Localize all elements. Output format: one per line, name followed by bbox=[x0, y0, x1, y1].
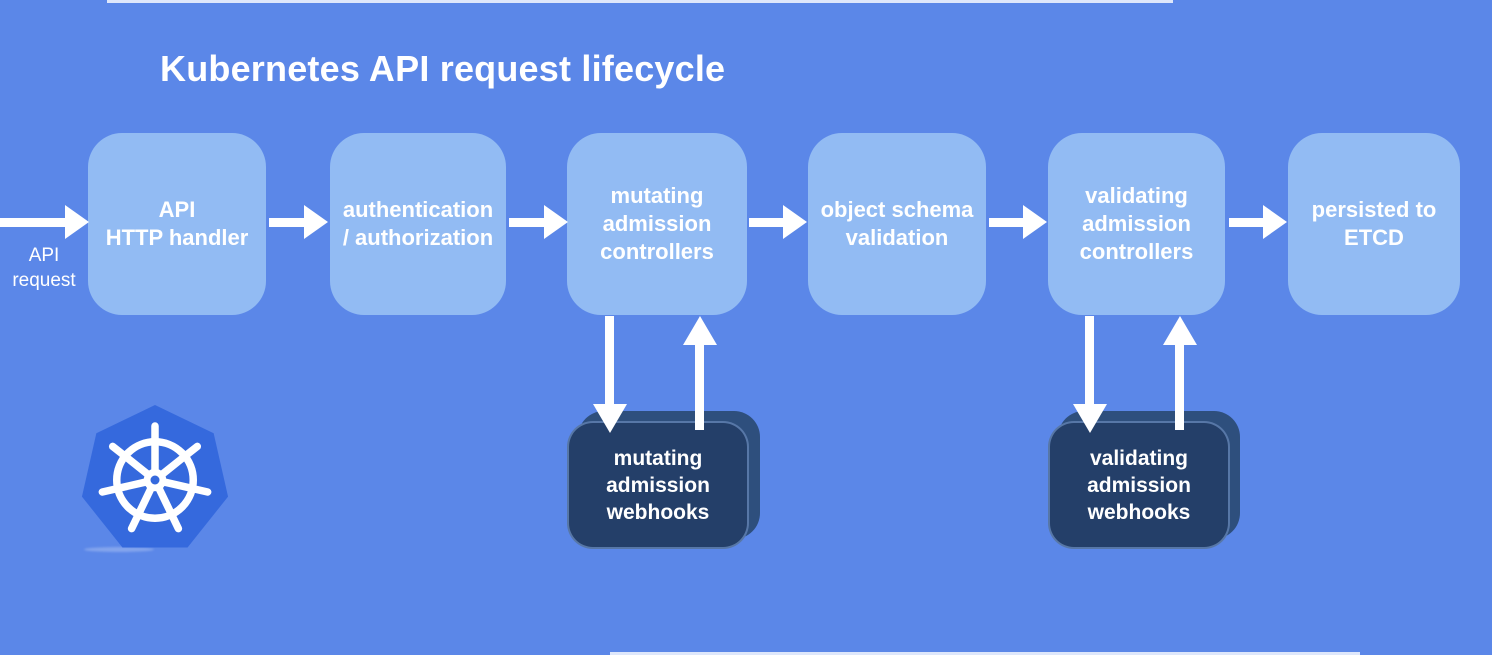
helm-wheel-icon bbox=[98, 422, 212, 533]
stage-box-mutating-admission-controllers: mutating admission controllers bbox=[567, 133, 747, 315]
arrow-stem bbox=[0, 218, 67, 227]
down-arrow-to-validating-webhooks bbox=[1073, 316, 1107, 434]
helm-wheel-hub-hole bbox=[150, 475, 160, 485]
stage-label-line: object schema bbox=[820, 197, 974, 222]
arrow-head bbox=[1023, 205, 1047, 239]
logo-shadow bbox=[84, 547, 154, 552]
arrow-stem bbox=[1229, 218, 1265, 227]
arrow-head bbox=[304, 205, 328, 239]
arrow-stem bbox=[749, 218, 785, 227]
flow-arrow bbox=[509, 205, 568, 239]
stage-label-line: admission bbox=[1082, 211, 1191, 236]
page-title: Kubernetes API request lifecycle bbox=[160, 48, 726, 89]
arrow-head bbox=[783, 205, 807, 239]
incoming-request-arrow bbox=[0, 205, 89, 239]
api-request-label-line: request bbox=[12, 270, 76, 291]
arrow-head bbox=[1073, 404, 1107, 433]
flow-arrow bbox=[749, 205, 807, 239]
stage-box-object-schema-validation: object schema validation bbox=[808, 133, 986, 315]
webhook-label-line: webhooks bbox=[606, 500, 710, 524]
webhook-box-mutating-admission-webhooks: mutating admission webhooks bbox=[567, 421, 749, 549]
arrow-stem bbox=[1175, 343, 1184, 430]
stage-label-line: admission bbox=[602, 211, 712, 236]
stage-box-api-http-handler: API HTTP handler bbox=[88, 133, 266, 315]
webhook-label-line: mutating bbox=[613, 446, 703, 470]
stage-label-line: persisted to bbox=[1311, 197, 1437, 222]
arrow-stem bbox=[509, 218, 546, 227]
api-request-label: API request bbox=[0, 243, 88, 293]
webhook-label-line: admission bbox=[1087, 473, 1191, 497]
kubernetes-logo-icon bbox=[81, 405, 229, 548]
webhook-label-line: validating bbox=[1089, 446, 1189, 470]
api-request-label-line: API bbox=[28, 245, 60, 266]
webhook-label-line: admission bbox=[606, 473, 710, 497]
arrow-stem bbox=[269, 218, 306, 227]
arrow-stem bbox=[605, 316, 614, 406]
webhook-box-validating-admission-webhooks: validating admission webhooks bbox=[1048, 421, 1230, 549]
stage-label-line: controllers bbox=[1079, 239, 1194, 264]
arrow-stem bbox=[989, 218, 1025, 227]
arrow-head bbox=[1163, 316, 1197, 345]
stage-box-persisted-to-etcd: persisted to ETCD bbox=[1288, 133, 1460, 315]
bottom-edge-sliver bbox=[610, 652, 1360, 655]
stage-box-authentication-authorization: authentication / authorization bbox=[330, 133, 506, 315]
arrow-head bbox=[683, 316, 717, 345]
stage-label-line: controllers bbox=[600, 239, 714, 264]
top-edge-sliver bbox=[107, 0, 1173, 3]
stage-label-line: HTTP handler bbox=[105, 225, 249, 250]
arrow-head bbox=[65, 205, 89, 239]
stage-label-line: ETCD bbox=[1344, 225, 1404, 250]
flow-arrow bbox=[989, 205, 1047, 239]
stage-box-validating-admission-controllers: validating admission controllers bbox=[1048, 133, 1225, 315]
arrow-head bbox=[544, 205, 568, 239]
stage-label-line: mutating bbox=[610, 183, 704, 208]
stage-label-line: / authorization bbox=[342, 225, 494, 250]
stage-label-line: authentication bbox=[342, 197, 494, 222]
flow-arrow bbox=[1229, 205, 1287, 239]
stage-label-line: validating bbox=[1085, 183, 1188, 208]
up-arrow-from-validating-webhooks bbox=[1163, 316, 1197, 430]
stage-label-line: API bbox=[158, 197, 196, 222]
arrow-head bbox=[1263, 205, 1287, 239]
stage-label-line: validation bbox=[845, 225, 949, 250]
up-arrow-from-mutating-webhooks bbox=[683, 316, 717, 430]
webhook-label-line: webhooks bbox=[1087, 500, 1191, 524]
flow-arrow bbox=[269, 205, 328, 239]
arrow-stem bbox=[1085, 316, 1094, 406]
arrow-stem bbox=[695, 343, 704, 430]
arrow-head bbox=[593, 404, 627, 433]
down-arrow-to-mutating-webhooks bbox=[593, 316, 627, 434]
